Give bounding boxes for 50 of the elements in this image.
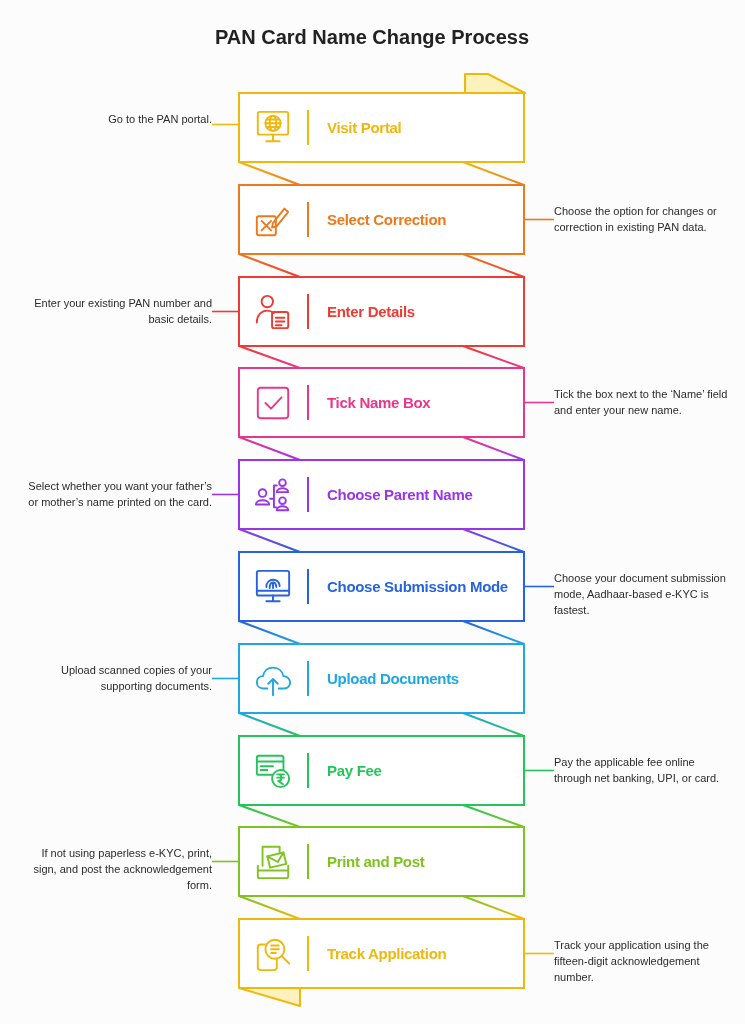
leader-line	[524, 401, 555, 404]
ribbon-fold	[238, 161, 525, 186]
step-title: Enter Details	[327, 303, 415, 320]
leader-line	[211, 310, 239, 313]
step-title: Upload Documents	[327, 670, 459, 687]
step-box	[238, 735, 525, 806]
ribbon-fold	[238, 895, 525, 920]
leader-line	[524, 585, 555, 588]
ribbon-fold	[238, 436, 525, 461]
step-box	[238, 276, 525, 347]
ribbon-fold	[238, 804, 525, 828]
step-box	[238, 826, 525, 897]
description-text: Choose your document submission mode, Aadhaar-based e-KYC is fastest.	[554, 569, 732, 618]
ribbon-fold	[238, 528, 525, 553]
description-text: Choose the option for changes or correction in existing PAN data.	[554, 202, 732, 235]
leader-line	[524, 952, 555, 955]
step-box	[238, 551, 525, 622]
step-title: Choose Parent Name	[327, 486, 473, 503]
leader-line	[524, 769, 555, 772]
leader-line	[211, 123, 239, 126]
ribbon-fold	[238, 345, 525, 369]
step-box	[238, 367, 525, 438]
step-title: Choose Submission Mode	[327, 578, 508, 595]
description-text: Pay the applicable fee online through net banking, UPI, or card.	[554, 753, 732, 786]
step-title: Print and Post	[327, 853, 425, 870]
ribbon-fold	[238, 620, 525, 645]
step-box	[238, 184, 525, 255]
description-text: Enter your existing PAN number and basic details.	[26, 294, 212, 327]
description-text: Tick the box next to the ‘Name’ field and enter your new name.	[554, 385, 732, 418]
description-text: Select whether you want your father’s or mother’s name printed on the card.	[26, 477, 212, 510]
step-box	[238, 459, 525, 530]
description-text: Upload scanned copies of your supporting documents.	[26, 661, 212, 694]
step-box	[238, 92, 525, 163]
step-title: Pay Fee	[327, 762, 382, 779]
step-box	[238, 643, 525, 714]
step-box	[238, 918, 525, 989]
leader-line	[211, 677, 239, 680]
diagram-title: PAN Card Name Change Process	[214, 26, 530, 49]
ribbon-fold	[238, 253, 525, 278]
leader-line	[524, 218, 555, 221]
step-title: Visit Portal	[327, 119, 402, 136]
step-title: Select Correction	[327, 211, 447, 228]
leader-line	[211, 860, 239, 863]
description-text: If not using paperless e-KYC, print, sign, and post the acknowledgement form.	[26, 844, 212, 893]
leader-line	[211, 493, 239, 496]
description-text: Go to the PAN portal.	[26, 110, 212, 127]
step-title: Track Application	[327, 945, 447, 962]
description-text: Track your application using the fifteen-digit acknowledgement number.	[554, 936, 732, 985]
step-title: Tick Name Box	[327, 394, 431, 411]
ribbon-fold	[238, 712, 525, 737]
